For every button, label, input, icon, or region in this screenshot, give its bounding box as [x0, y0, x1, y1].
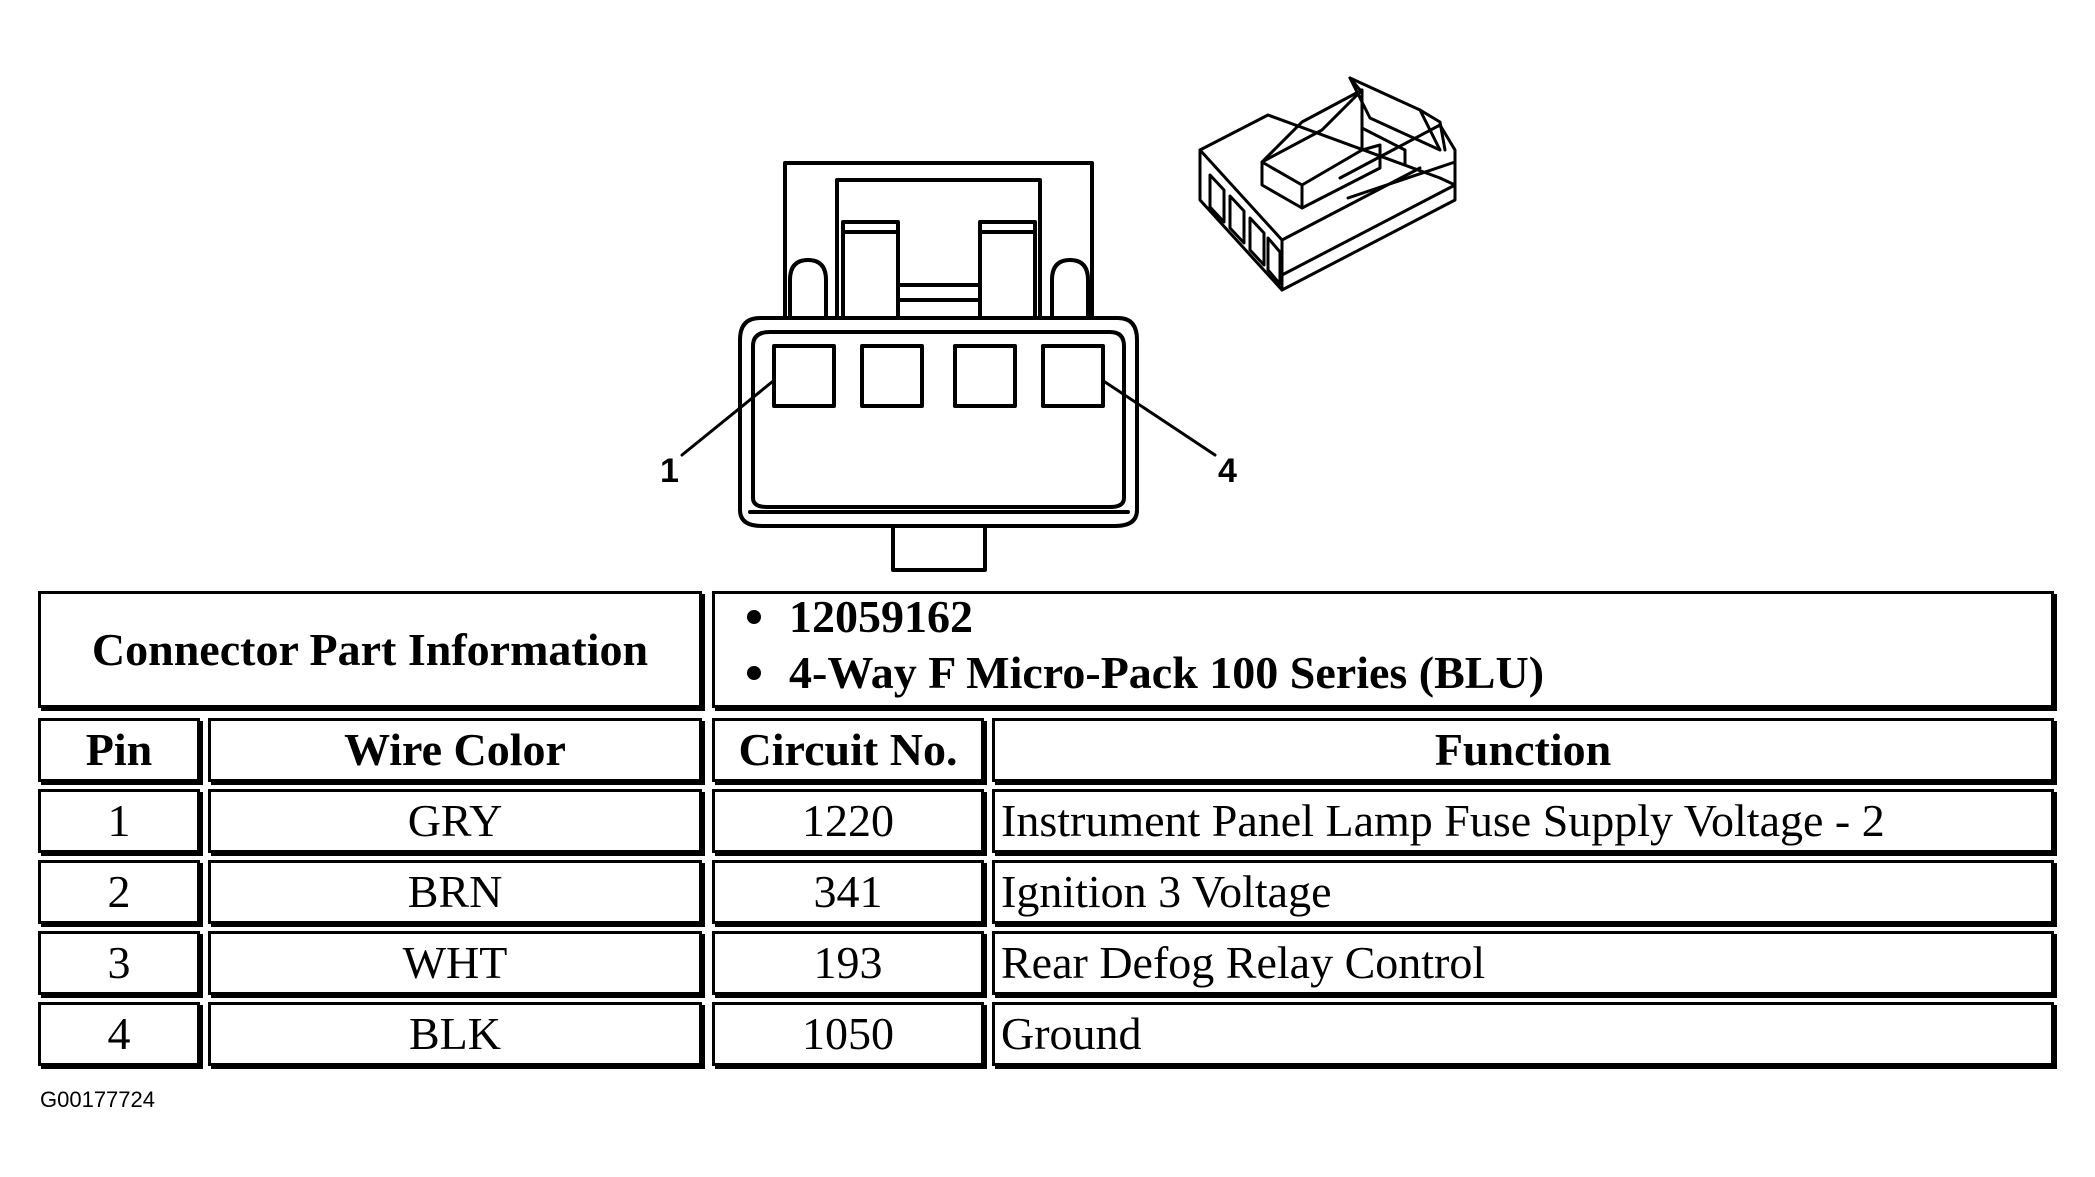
connector-description: 4-Way F Micro-Pack 100 Series (BLU) [746, 647, 1545, 698]
table-row-2-circuit: 341 [712, 860, 984, 924]
table-row-1-wire-color: GRY [208, 789, 702, 853]
part-number: 12059162 [747, 591, 973, 642]
table-row-4-function: Ground [992, 1002, 2054, 1066]
table-row-1-pin: 1 [38, 789, 200, 853]
col-header-circuit: Circuit No. [712, 718, 984, 782]
pin-callout-1: 1 [660, 452, 679, 490]
table-row-2-wire-color: BRN [208, 860, 702, 924]
pin-cavity-1 [772, 344, 836, 408]
table-row-3-circuit: 193 [712, 931, 984, 995]
table-row-1-circuit: 1220 [712, 789, 984, 853]
table-row-3-pin: 3 [38, 931, 200, 995]
table-row-2-pin: 2 [38, 860, 200, 924]
pin-callout-4: 4 [1218, 452, 1237, 490]
table-row-1-function: Instrument Panel Lamp Fuse Supply Voltag… [992, 789, 2054, 853]
connector-face-view [680, 161, 1217, 572]
pin-cavity-4 [1041, 344, 1105, 408]
table-row-4-circuit: 1050 [712, 1002, 984, 1066]
pin-cavity-3 [953, 344, 1017, 408]
col-header-pin: Pin [38, 718, 200, 782]
pin-1-leader [680, 380, 774, 457]
part-info-list: 12059162 4-Way F Micro-Pack 100 Series (… [712, 591, 2054, 708]
table-row-3-wire-color: WHT [208, 931, 702, 995]
table-row-4-wire-color: BLK [208, 1002, 702, 1066]
connector-diagram: 1 4 [660, 76, 1457, 572]
figure-id: G00177724 [40, 1087, 155, 1112]
connector-isometric-view [1198, 76, 1457, 292]
pin-4-leader [1103, 380, 1217, 457]
col-header-function: Function [992, 718, 2054, 782]
col-header-wire-color: Wire Color [208, 718, 702, 782]
pin-cavity-2 [860, 344, 924, 408]
table-row-2-function: Ignition 3 Voltage [992, 860, 2054, 924]
table-row-4-pin: 4 [38, 1002, 200, 1066]
part-info-label: Connector Part Information [38, 591, 702, 708]
table-row-3-function: Rear Defog Relay Control [992, 931, 2054, 995]
